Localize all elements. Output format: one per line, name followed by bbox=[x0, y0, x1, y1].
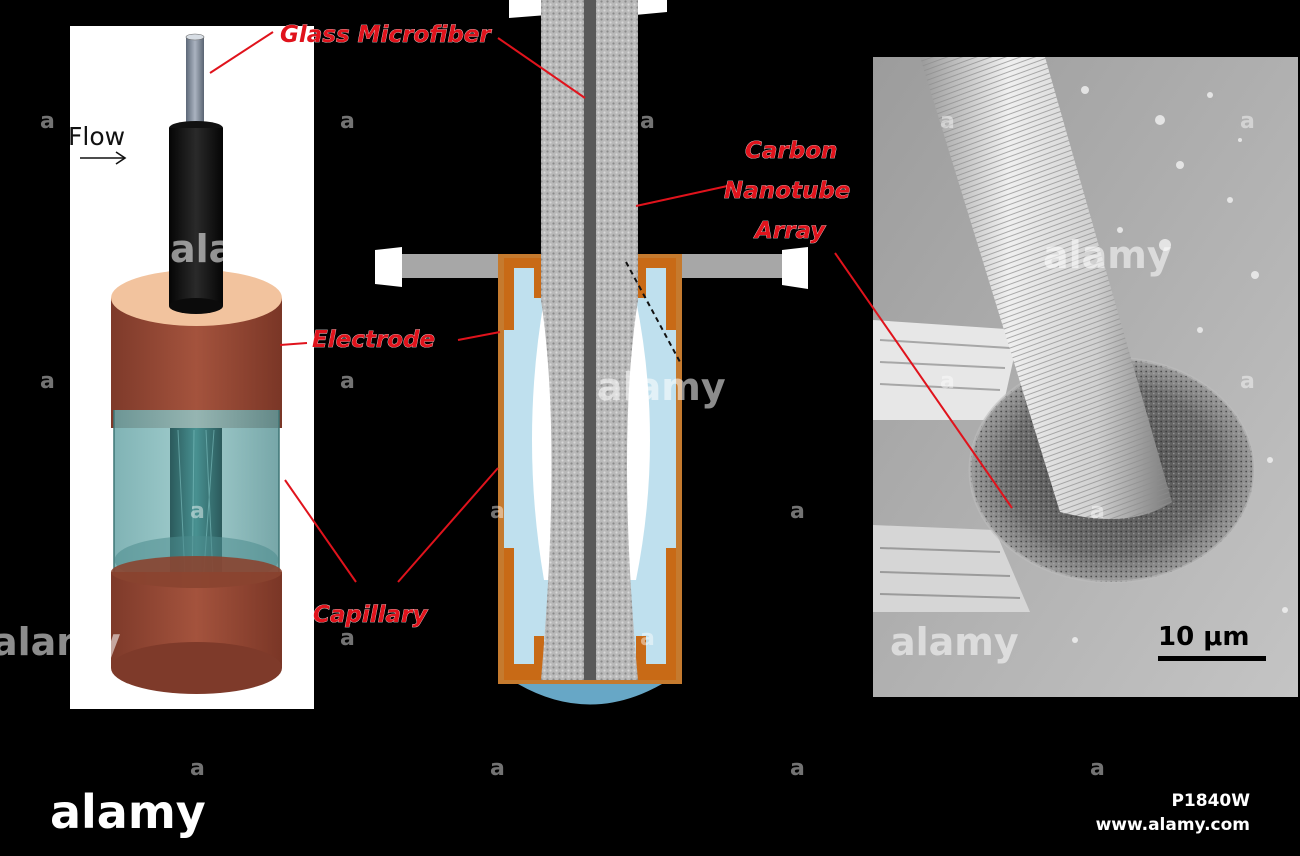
svg-text:a: a bbox=[190, 756, 205, 781]
svg-text:a: a bbox=[640, 109, 655, 134]
bottom-electrode-bottom bbox=[111, 642, 282, 694]
flow-label: Flow bbox=[68, 122, 125, 151]
svg-text:a: a bbox=[190, 499, 205, 524]
svg-text:a: a bbox=[340, 626, 355, 651]
svg-text:a: a bbox=[40, 109, 55, 134]
svg-text:a: a bbox=[490, 499, 505, 524]
top-right-electrode bbox=[636, 258, 676, 330]
footer-url: www.alamy.com bbox=[1096, 815, 1250, 835]
svg-text:a: a bbox=[490, 756, 505, 781]
svg-text:a: a bbox=[340, 369, 355, 394]
label-array: Array bbox=[753, 218, 826, 244]
bottom-left-electrode bbox=[504, 548, 544, 680]
glass-rod bbox=[186, 36, 204, 132]
scale-bar-label: 10 μm bbox=[1158, 622, 1249, 652]
svg-text:a: a bbox=[790, 756, 805, 781]
right-lead-terminal bbox=[782, 247, 808, 289]
flow-arrow-head bbox=[115, 151, 127, 165]
svg-text:a: a bbox=[790, 499, 805, 524]
svg-text:a: a bbox=[940, 369, 955, 394]
watermark-overlay: alamy alamy alamy alamy alamy a a a a a … bbox=[0, 109, 1255, 781]
bottom-electrode-top-edge bbox=[111, 556, 282, 588]
svg-text:a: a bbox=[40, 369, 55, 394]
svg-text:a: a bbox=[1090, 756, 1105, 781]
label-capillary: Capillary bbox=[313, 602, 428, 628]
cnt-layer-right bbox=[596, 0, 638, 680]
svg-text:a: a bbox=[640, 626, 655, 651]
label-electrode: Electrode bbox=[312, 327, 435, 353]
label-nanotube: Nanotube bbox=[724, 178, 850, 204]
footer-logo: alamy bbox=[50, 785, 206, 839]
glass-fiber-core bbox=[584, 0, 596, 680]
leader-lines bbox=[209, 31, 1013, 583]
left-lead-wire bbox=[402, 254, 502, 278]
cnt-layer-left bbox=[541, 0, 584, 680]
sem-layer-upper bbox=[873, 320, 1020, 420]
svg-text:alamy: alamy bbox=[890, 620, 1019, 664]
svg-text:a: a bbox=[340, 109, 355, 134]
svg-text:a: a bbox=[1090, 499, 1105, 524]
label-carbon: Carbon bbox=[745, 138, 837, 164]
scale-bar-line bbox=[1158, 656, 1266, 661]
svg-text:alamy: alamy bbox=[1043, 233, 1172, 277]
meniscus-drop bbox=[518, 684, 662, 705]
svg-text:alamy: alamy bbox=[0, 620, 121, 664]
center-cross-section bbox=[375, 0, 808, 705]
footer-image-id: P1840W bbox=[1171, 791, 1250, 811]
left-lead-terminal bbox=[375, 247, 402, 287]
label-glass-microfiber: Glass Microfiber bbox=[280, 22, 492, 48]
svg-text:a: a bbox=[1240, 369, 1255, 394]
right-lead-wire bbox=[680, 254, 782, 278]
bottom-right-electrode bbox=[636, 548, 676, 680]
svg-text:a: a bbox=[1240, 109, 1255, 134]
holder-bottom-ellipse bbox=[169, 298, 223, 314]
sem-layer-lower bbox=[873, 525, 1030, 612]
svg-text:alamy: alamy bbox=[597, 365, 726, 409]
sem-micrograph: 10 μm bbox=[873, 57, 1298, 697]
svg-text:a: a bbox=[940, 109, 955, 134]
left-3d-schematic: Flow bbox=[68, 26, 314, 709]
svg-text:alamy: alamy bbox=[170, 227, 299, 271]
glass-rod-tip bbox=[185, 33, 205, 41]
footer-bar: alamy P1840W www.alamy.com bbox=[50, 785, 1250, 839]
top-left-electrode bbox=[504, 258, 544, 330]
